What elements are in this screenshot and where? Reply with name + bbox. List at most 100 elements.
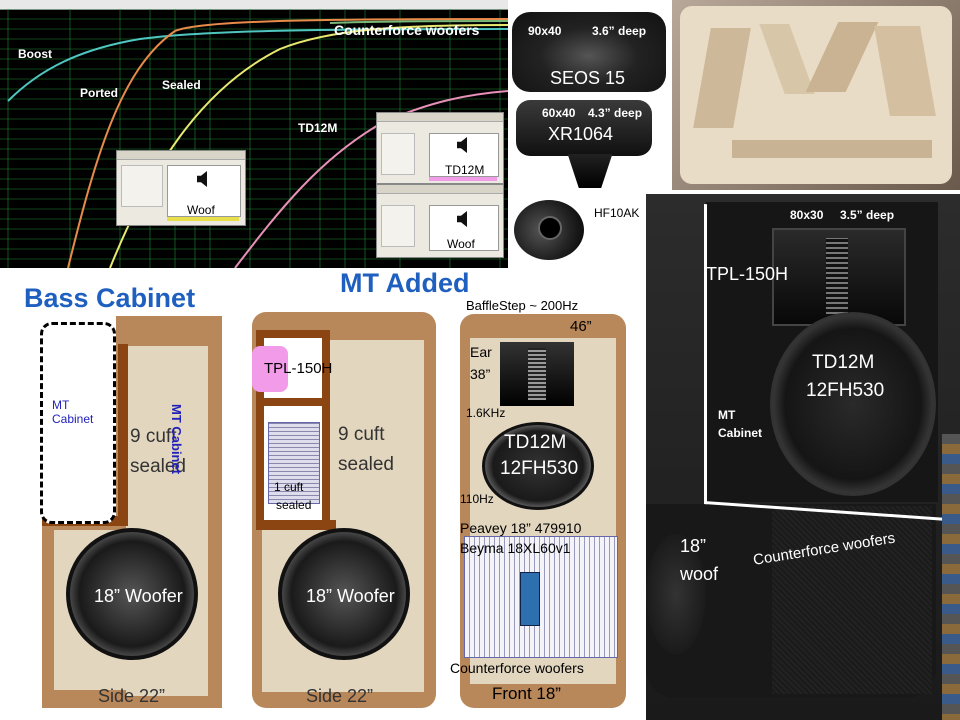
- seos-size-label: 90x40: [528, 24, 562, 38]
- xover-low-label: 110Hz: [460, 492, 494, 506]
- sim-title-bar: [0, 0, 508, 10]
- hf10ak-driver-photo: HF10AK: [512, 196, 639, 266]
- photo-mt-label-2: Cabinet: [718, 426, 763, 440]
- xover-high-label: 1.6KHz: [466, 406, 506, 420]
- dialog-menu: [377, 185, 503, 194]
- volume-label-1: 9 cuft: [338, 424, 385, 445]
- height-label: 46”: [570, 318, 592, 335]
- woofer-model-label-1: Peavey 18” 479910: [460, 520, 582, 536]
- mt-box-bottom: [256, 520, 336, 530]
- curve-label-counterforce: Counterforce woofers: [334, 22, 480, 38]
- mt-cabinet-label-1: MT: [52, 398, 70, 412]
- front-woofer-magnet: [520, 572, 540, 626]
- photo-horn-depth: 3.5” deep: [840, 208, 895, 222]
- dialog-menu: [117, 151, 245, 160]
- speaker-icon: [457, 137, 467, 153]
- dialog-status-bar: [167, 217, 239, 221]
- photo-background-shelf: [942, 434, 960, 720]
- xr1064-throat: [567, 154, 613, 188]
- dialog-input-block: [381, 205, 415, 247]
- mt-box-divider: [256, 398, 330, 406]
- photo-mt-label-1: MT: [718, 408, 736, 422]
- wood-shelf: [732, 140, 932, 158]
- front-view-diagram: TD12M 12FH530 BaffleStep ~ 200Hz 46” Ear…: [450, 298, 626, 708]
- woofer-18-icon: [66, 528, 198, 660]
- wood-cabinet-photo: [672, 0, 960, 190]
- volume-label-1: 9 cuft: [130, 426, 177, 447]
- side-dimension-label: Side 22”: [306, 686, 374, 706]
- sealed-small-1: 1 cuft: [274, 480, 304, 494]
- dialog-menu: [377, 113, 503, 122]
- photo-tpl-label: TPL-150H: [706, 264, 789, 284]
- speaker-driver-td12m: [770, 312, 936, 496]
- tpl-150h-horn: [252, 346, 288, 392]
- dialog-woof-label: Woof: [187, 203, 215, 217]
- photo-driver-label-1: TD12M: [812, 352, 875, 373]
- dialog-woof-low: Woof: [376, 184, 504, 258]
- photo-woof-label-1: 18”: [680, 536, 707, 556]
- front-driver-td12m: [482, 422, 594, 510]
- seos-horn-photo: 90x40 3.6” deep SEOS 15: [512, 12, 666, 94]
- seos-depth-label: 3.6” deep: [592, 24, 647, 38]
- seos-name-label: SEOS 15: [550, 68, 626, 88]
- dialog-input-block: [381, 133, 415, 175]
- ear-label-2: 38”: [470, 366, 491, 382]
- dialog-status-bar: [429, 177, 497, 181]
- volume-label-2: sealed: [338, 454, 394, 475]
- bass-cabinet-title: Bass Cabinet: [24, 283, 196, 313]
- speaker-woofer-side: [646, 534, 706, 654]
- dialog-td12m-label: TD12M: [445, 163, 485, 177]
- speaker-horn-throat: [826, 238, 848, 314]
- sealed-small-2: sealed: [276, 498, 312, 512]
- curve-label-sealed: Sealed: [162, 78, 201, 92]
- curve-counterforce: [329, 20, 508, 24]
- front-horn-throat: [528, 348, 546, 400]
- mt-woofer-cutaway: [268, 422, 320, 504]
- side-dimension-label: Side 22”: [98, 686, 166, 706]
- curve-label-ported: Ported: [80, 86, 119, 100]
- dialog-woof-small: Woof: [116, 150, 246, 226]
- photo-horn-size: 80x30: [790, 208, 824, 222]
- dialog-chamber-box: [429, 205, 499, 251]
- dialog-td12m: TD12M: [376, 112, 504, 184]
- speaker-icon: [457, 211, 467, 227]
- finished-speaker-photo: 80x30 3.5” deep TPL-150H TD12M 12FH530 M…: [646, 194, 960, 720]
- seos-horn-body: [512, 12, 666, 92]
- speaker-icon: [197, 171, 207, 187]
- baffle-step-label: BaffleStep ~ 200Hz: [466, 298, 579, 313]
- photo-driver-label-2: 12FH530: [806, 380, 885, 401]
- woofer-model-label-2: Beyma 18XL60v1: [460, 540, 571, 556]
- mt-cabinet-label-2: Cabinet: [52, 412, 94, 426]
- simulation-window: Boost Ported Sealed TD12M Counterforce w…: [0, 0, 508, 268]
- woofer-label: 18” Woofer: [306, 586, 395, 606]
- xr1064-horn-photo: 60x40 4.3” deep XR1064: [512, 98, 656, 196]
- ear-label-1: Ear: [470, 344, 492, 360]
- bass-cabinet-diagram: MT Cabinet 9 cuft sealed 18” Woofer Side…: [40, 316, 222, 708]
- curve-label-boost: Boost: [18, 47, 52, 61]
- mt-cabinet-outline: [40, 322, 116, 524]
- xr1064-name-label: XR1064: [548, 124, 614, 144]
- curve-label-td12m: TD12M: [298, 121, 338, 135]
- front-width-label: Front 18”: [492, 684, 561, 703]
- counterforce-label: Counterforce woofers: [450, 660, 584, 676]
- front-woofer-cutaway: [464, 536, 618, 658]
- dialog-input-block: [121, 165, 163, 207]
- woofer-label: 18” Woofer: [94, 586, 183, 606]
- xr1064-size-label: 60x40: [542, 106, 576, 120]
- front-driver-label-2: 12FH530: [500, 458, 579, 479]
- photo-woof-label-2: woof: [680, 564, 719, 584]
- internal-brace-vertical: [118, 344, 128, 524]
- curve-ported: [67, 18, 508, 268]
- volume-label-2: sealed: [130, 456, 186, 477]
- mt-added-title: MT Added: [340, 268, 470, 298]
- grille-cloth: [772, 506, 932, 694]
- dialog-woof-low-label: Woof: [447, 237, 475, 251]
- xr1064-depth-label: 4.3” deep: [588, 106, 643, 120]
- mt-added-diagram: TPL-150H 1 cuft sealed 9 cuft sealed 18”…: [252, 312, 436, 708]
- hf10ak-name-label: HF10AK: [594, 206, 640, 220]
- xr1064-horn-body: [516, 100, 652, 156]
- mt-cabinet-vertical-label: MT Cabinet: [169, 404, 184, 475]
- curve-td12m: [234, 90, 508, 268]
- woofer-18-icon: [278, 528, 410, 660]
- tpl-150h-label: TPL-150H: [264, 360, 333, 377]
